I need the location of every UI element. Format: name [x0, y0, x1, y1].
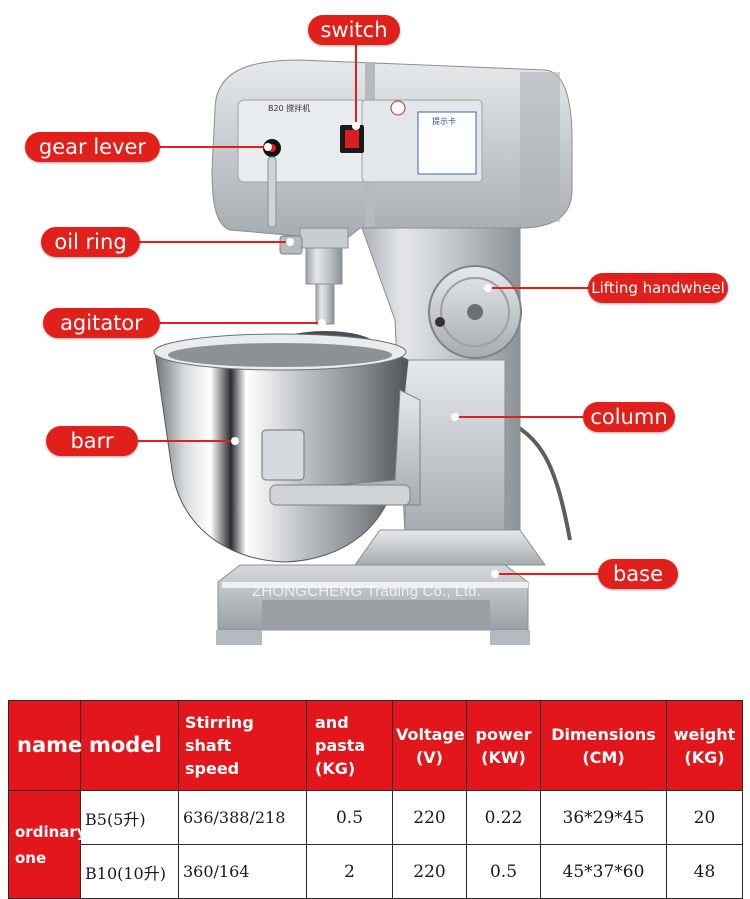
cell-model: B10(10升): [80, 844, 179, 899]
callout-base: base: [598, 559, 678, 589]
header-voltage-line-1: Voltage: [396, 724, 465, 744]
header-model: model: [80, 700, 179, 791]
table-row: ordinary one B5(5升) 636/388/218 0.5 220 …: [8, 790, 743, 899]
header-stirring-speed: Stirring shaft speed: [178, 700, 307, 791]
cell-weight: 48: [666, 844, 743, 899]
row-group-line-2: one: [15, 848, 47, 867]
header-weight-line-2: (KG): [684, 747, 725, 767]
header-dimensions-line-1: Dimensions: [551, 724, 656, 744]
callout-column: column: [583, 402, 675, 432]
model-plate-text: B20 搅拌机: [268, 103, 310, 113]
header-power-line-2: (KW): [481, 747, 526, 767]
header-weight-line-1: weight: [673, 724, 736, 744]
callout-gear-lever: gear lever: [25, 132, 160, 162]
row-group-label: ordinary one: [8, 790, 87, 899]
spec-table: name model Stirring shaft speed and past…: [8, 700, 743, 899]
row-group-line-1: ordinary: [15, 822, 87, 841]
cell-voltage: 220: [392, 844, 467, 899]
header-pasta-line-3: (KG): [315, 759, 356, 778]
cell-speed: 636/388/218: [178, 790, 307, 845]
watermark: ZHONGCHENG Trading Co., Ltd.: [252, 583, 481, 600]
panel-card-text: 提示卡: [432, 116, 456, 126]
header-voltage: Voltage (V): [392, 700, 467, 791]
header-voltage-line-2: (V): [415, 747, 443, 767]
cell-power: 0.5: [466, 844, 541, 899]
header-stirring-line-1: Stirring shaft: [185, 713, 254, 755]
callout-lifting-handwheel: Lifting handwheel: [588, 273, 728, 303]
callout-oil-ring: oil ring: [41, 227, 140, 257]
header-pasta: and pasta (KG): [306, 700, 393, 791]
callout-barr: barr: [46, 426, 138, 456]
cell-speed: 360/164: [178, 844, 307, 899]
cell-voltage: 220: [392, 790, 467, 845]
cell-pasta: 0.5: [306, 790, 393, 845]
mixer-photo: B20 搅拌机 提示卡: [138, 44, 598, 645]
header-name: name: [8, 700, 82, 791]
cell-model: B5(5升): [80, 790, 179, 845]
header-weight: weight (KG): [666, 700, 743, 791]
header-dimensions: Dimensions (CM): [540, 700, 667, 791]
header-power-line-1: power: [475, 724, 532, 744]
cell-power: 0.22: [466, 790, 541, 845]
callout-agitator: agitator: [43, 308, 160, 338]
cell-dimensions: 36*29*45: [540, 790, 667, 845]
header-stirring-line-2: speed: [185, 759, 240, 778]
cell-dimensions: 45*37*60: [540, 844, 667, 899]
cell-weight: 20: [666, 790, 743, 845]
callout-switch: switch: [308, 15, 400, 45]
table-header-row: name model Stirring shaft speed and past…: [8, 700, 743, 791]
table-row: B10(10升) 360/164 2 220 0.5 45*37*60 48: [9, 844, 743, 899]
header-power: power (KW): [466, 700, 541, 791]
header-pasta-line-1: and: [315, 713, 349, 732]
header-dimensions-line-2: (CM): [582, 747, 625, 767]
cell-pasta: 2: [306, 844, 393, 899]
header-pasta-line-2: pasta: [315, 736, 366, 755]
